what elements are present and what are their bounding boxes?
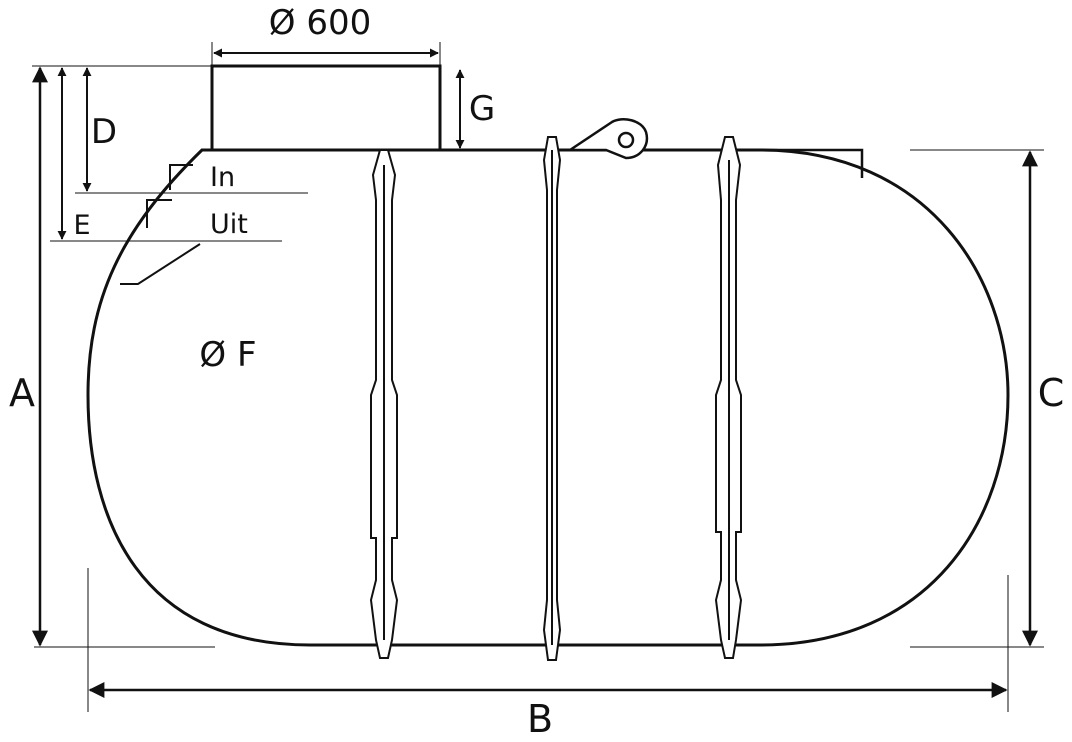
rib-middle [542, 136, 562, 661]
dim-e-label: E [73, 210, 90, 241]
rib-left [369, 149, 399, 659]
dim-d-label: D [91, 112, 117, 152]
tank-top-strip [760, 148, 864, 178]
dim-c-label: C [1038, 371, 1065, 415]
inlet-stub [169, 164, 193, 190]
extension-lines [32, 42, 1044, 712]
lifting-lug [565, 118, 649, 160]
pipe-cover [120, 243, 201, 285]
dim-b-label: B [527, 697, 553, 741]
dim-a-label: A [9, 371, 35, 415]
outlet-label: Uit [210, 209, 248, 240]
dim-g-label: G [469, 89, 495, 129]
rib-right [714, 136, 743, 659]
manhole-diameter-label: Ø 600 [269, 3, 371, 43]
manhole-collar [210, 64, 442, 152]
outlet-stub [146, 199, 172, 228]
tank-diameter-label: Ø F [199, 335, 256, 375]
inlet-label: In [210, 162, 235, 193]
